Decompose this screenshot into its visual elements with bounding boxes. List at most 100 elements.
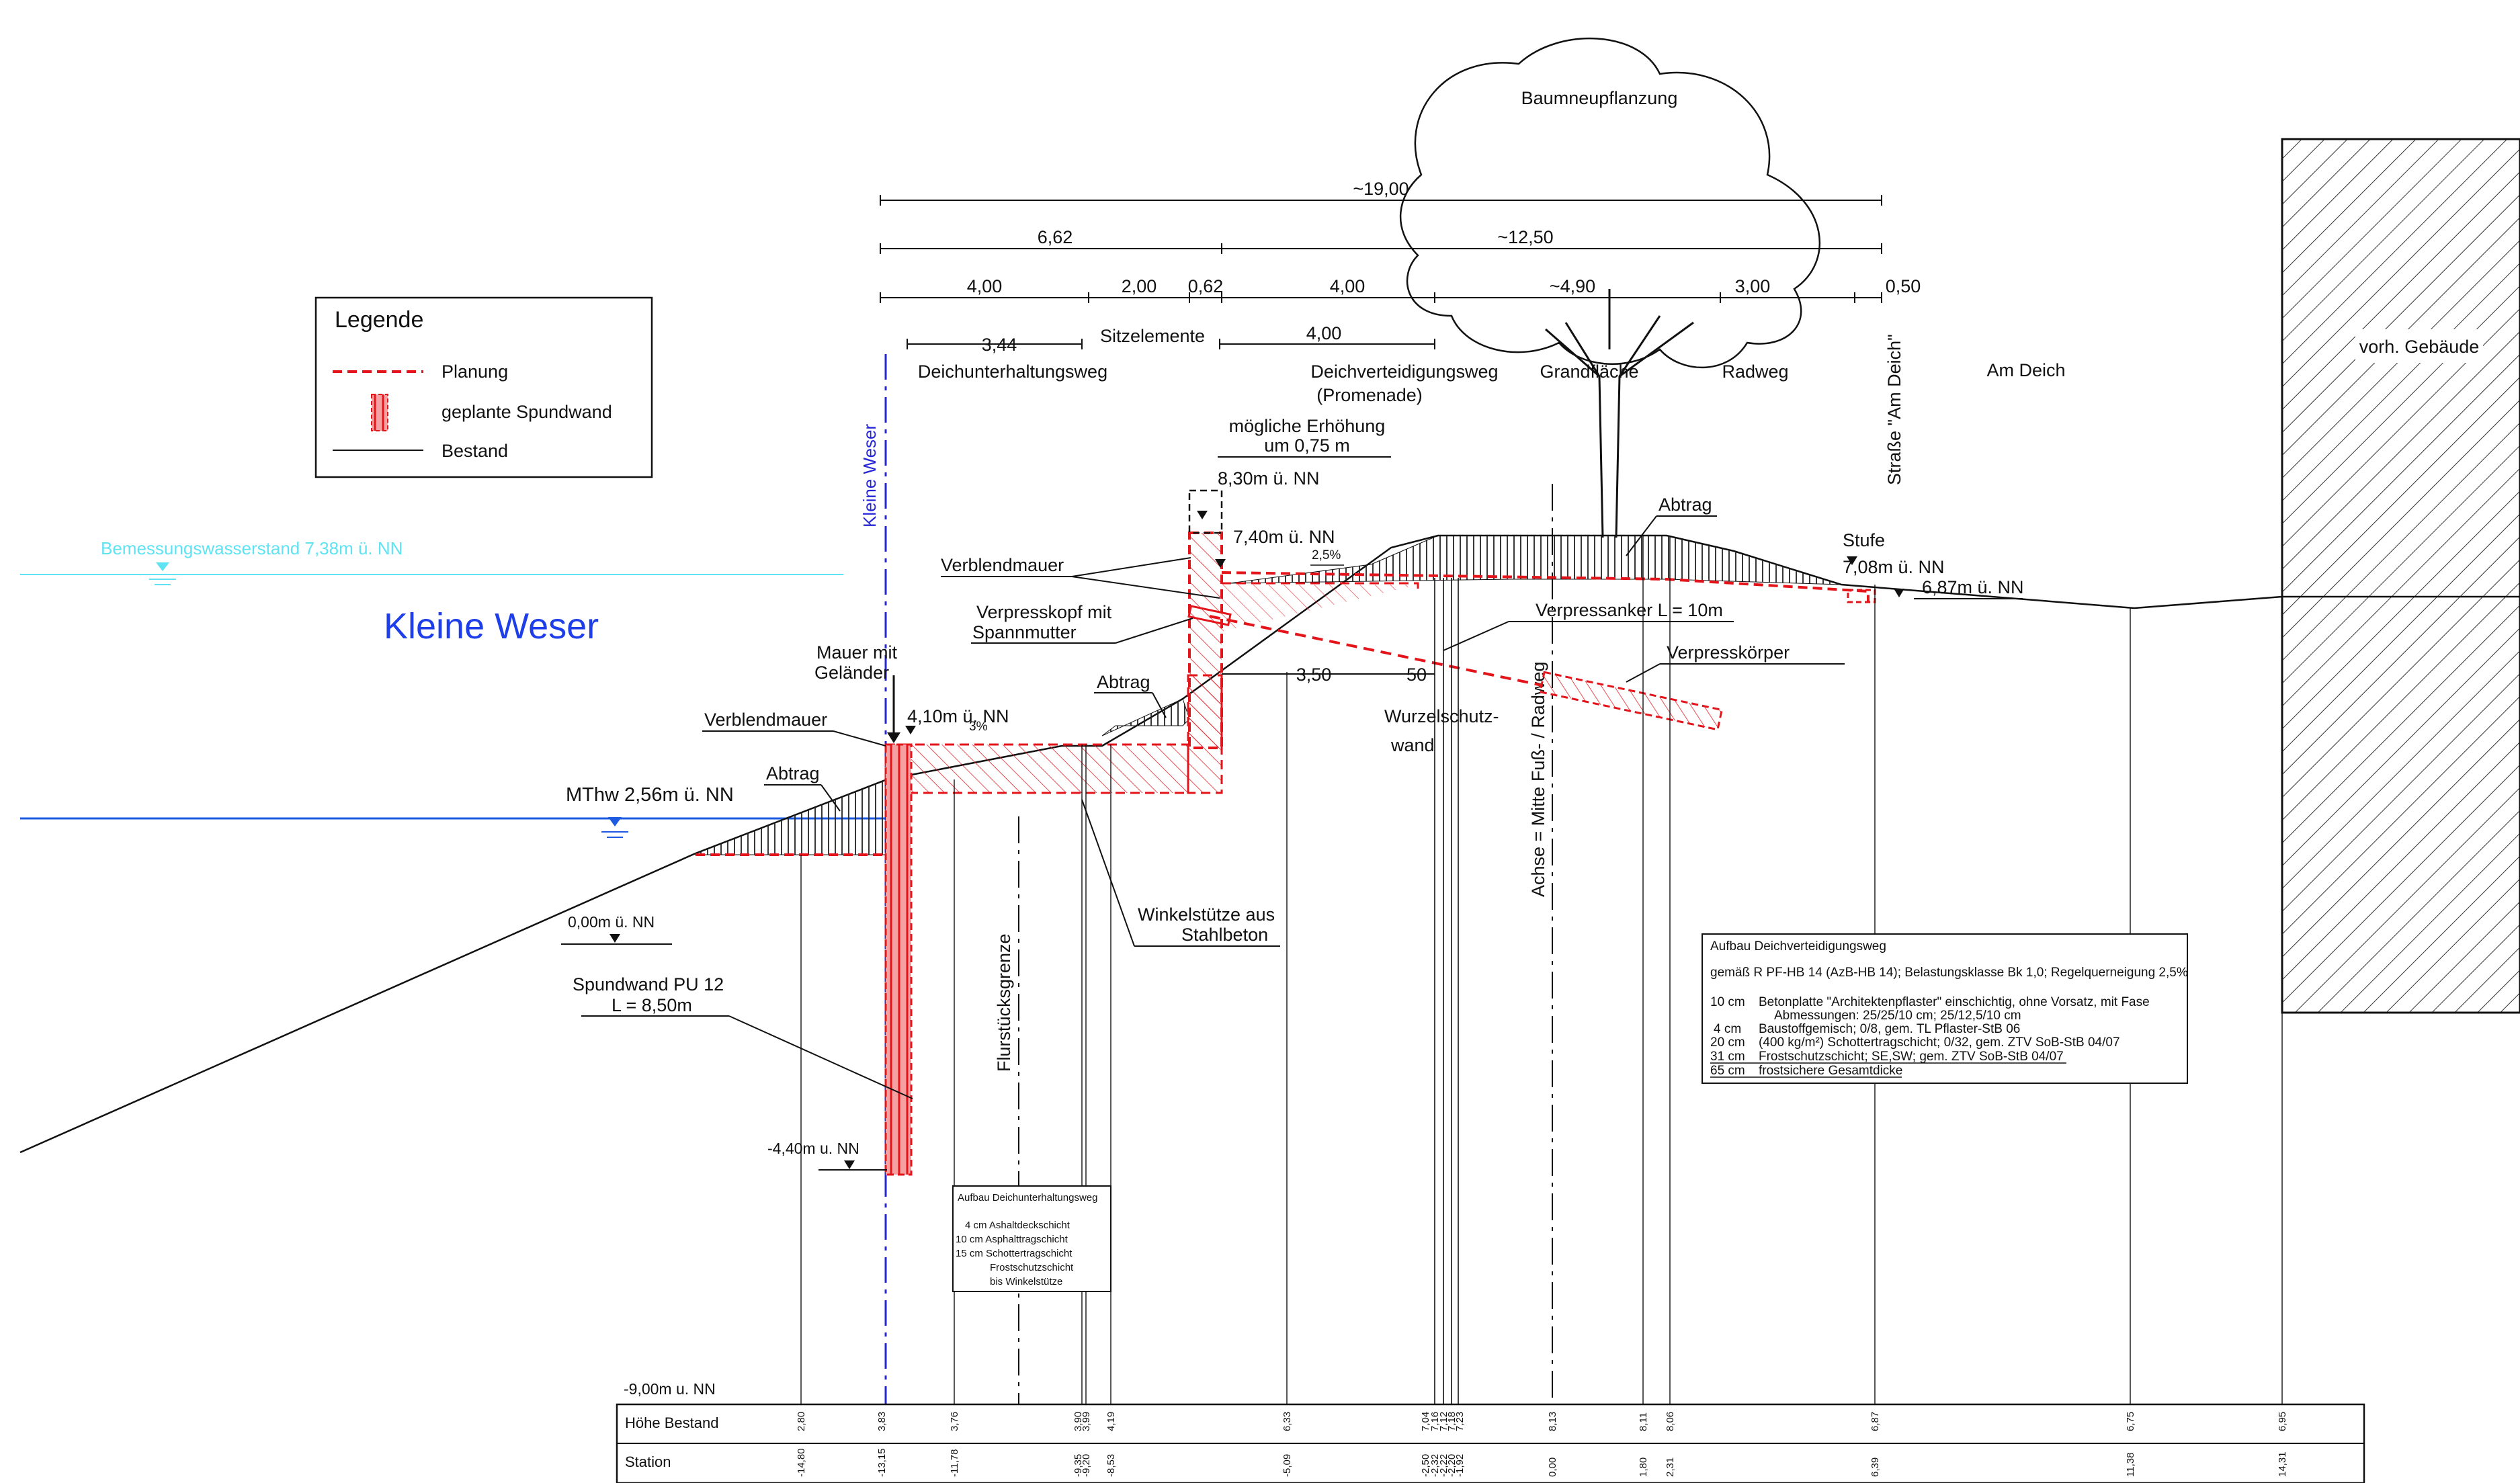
station-table: Höhe Bestand Station xyxy=(616,1403,2365,1483)
table-row2-label: Station xyxy=(625,1453,671,1470)
level-000: 0,00m ü. NN xyxy=(568,913,655,931)
river-axis-label: Kleine Weser xyxy=(859,424,880,527)
station-value: -2,32 xyxy=(1429,1454,1441,1477)
station-value: -11,78 xyxy=(949,1449,960,1477)
station-value: -8,53 xyxy=(1105,1454,1117,1477)
cut-area-mid xyxy=(1101,698,1190,736)
verpresskopf-label-1: Verpresskopf mit xyxy=(976,602,1112,622)
dim-r4-2: 4,00 xyxy=(1306,323,1342,343)
layer-0-desc: Betonplatte "Architektenpflaster" einsch… xyxy=(1759,995,2150,1009)
station-value: -9,35 xyxy=(1073,1454,1084,1477)
mthw-label: MThw 2,56m ü. NN xyxy=(566,784,734,806)
defence-box-line1: gemäß R PF-HB 14 (AzB-HB 14); Belastungs… xyxy=(1710,966,2188,980)
table-row1-label: Höhe Bestand xyxy=(625,1414,718,1431)
layer-0-thickness: 10 cm xyxy=(1710,995,1745,1009)
dimension-ticks xyxy=(880,195,1882,349)
zone-defence-path-sub: (Promenade) xyxy=(1316,385,1423,405)
dim-r3-0: 4,00 xyxy=(967,276,1003,296)
possible-raise-box xyxy=(1188,489,1223,534)
legend-item-spundwand: geplante Spundwand xyxy=(442,402,612,422)
building-label: vorh. Gebäude xyxy=(2359,337,2480,357)
station-value: 0,00 xyxy=(1547,1457,1558,1477)
zone-maintenance-path: Deichunterhaltungsweg xyxy=(918,362,1107,382)
station-value: 6,39 xyxy=(1870,1457,1881,1477)
level-m900: -9,00m u. NN xyxy=(624,1380,716,1398)
height-value: 7,18 xyxy=(1446,1412,1458,1431)
height-value: 8,06 xyxy=(1665,1412,1676,1431)
root-wall-label-2: wand xyxy=(1390,735,1435,755)
layer-4-thickness: 31 cm xyxy=(1710,1050,1745,1064)
station-value: -2,22 xyxy=(1438,1454,1450,1477)
sheet-pile-label-2: L = 8,50m xyxy=(612,995,692,1015)
planned-lower-wall-body xyxy=(884,743,1189,794)
height-value: 7,04 xyxy=(1420,1412,1431,1431)
angle-wall-label-2: Stahlbeton xyxy=(1181,925,1268,945)
dim-r3-2: 0,62 xyxy=(1188,276,1224,296)
anchor-head xyxy=(1187,605,1232,626)
dim-50: 50 xyxy=(1406,665,1427,685)
railing-wall-label-1: Mauer mit xyxy=(816,642,898,663)
layer-5-thickness: 65 cm xyxy=(1710,1064,1745,1078)
dimension-chains xyxy=(880,200,1882,675)
verblend-low-label: Verblendmauer xyxy=(704,710,827,730)
station-value: 14,31 xyxy=(2277,1451,2288,1477)
planned-fill-wedge xyxy=(1222,585,1418,632)
design-water-level-label: Bemessungswasserstand 7,38m ü. NN xyxy=(101,538,403,558)
height-value: 6,33 xyxy=(1282,1412,1293,1431)
existing-building xyxy=(2281,138,2520,1014)
station-value: 1,80 xyxy=(1638,1457,1649,1477)
zone-street: Am Deich xyxy=(1986,360,2065,380)
layer-2-thickness: 4 cm xyxy=(1714,1022,1741,1036)
parcel-boundary-label: Flurstücksgrenze xyxy=(994,933,1014,1072)
sheet-pile xyxy=(884,743,913,1176)
layer-3-thickness: 20 cm xyxy=(1710,1035,1745,1050)
level-740: 7,40m ü. NN xyxy=(1233,527,1335,547)
planned-promenade-surface xyxy=(1221,571,1870,603)
height-value: 3,99 xyxy=(1081,1412,1092,1431)
station-value: -1,92 xyxy=(1454,1454,1466,1477)
dim-r3-6: 0,50 xyxy=(1886,276,1921,296)
maintenance-line-2: 15 cm Schottertragschicht xyxy=(956,1248,1073,1259)
legend: Legende Planung geplante Spundwand Besta… xyxy=(314,296,653,478)
legend-title: Legende xyxy=(335,307,423,333)
zone-green: Grandfläche xyxy=(1540,362,1638,382)
dim-r3-3: 4,00 xyxy=(1330,276,1366,296)
zone-street-vertical: Straße "Am Deich" xyxy=(1884,334,1904,485)
tree-trunk xyxy=(1545,289,1694,538)
maintenance-line-0: 4 cm Ashaltdeckschicht xyxy=(965,1220,1070,1231)
angle-wall-label-1: Winkelstütze aus xyxy=(1138,904,1275,925)
center-axis-label: Achse = Mitte Fuß- / Radweg xyxy=(1528,662,1548,897)
legend-item-planung: Planung xyxy=(442,362,508,382)
legend-item-bestand: Bestand xyxy=(442,441,508,461)
cut-area-top xyxy=(1229,535,1842,585)
maintenance-box-title: Aufbau Deichunterhaltungsweg xyxy=(958,1192,1097,1203)
level-m440: -4,40m u. NN xyxy=(767,1140,859,1157)
height-value: 6,75 xyxy=(2125,1412,2136,1431)
height-value: 7,23 xyxy=(1454,1412,1466,1431)
anchor-line xyxy=(1209,615,1543,687)
height-value: 3,90 xyxy=(1073,1412,1084,1431)
layer-4-desc: Frostschutzschicht; SE,SW; gem. ZTV SoB-… xyxy=(1759,1050,2064,1064)
dim-r3-1: 2,00 xyxy=(1122,276,1157,296)
level-687: 6,87m ü. NN xyxy=(1922,577,2024,597)
dim-left-total: 6,62 xyxy=(1038,227,1073,247)
height-value: 6,87 xyxy=(1870,1412,1881,1431)
height-value: 6,95 xyxy=(2277,1412,2288,1431)
station-value: -2,20 xyxy=(1446,1454,1458,1477)
root-wall-label-1: Wurzelschutz- xyxy=(1384,706,1499,726)
defence-path-box: Aufbau Deichverteidigungsweg gemäß R PF-… xyxy=(1702,933,2188,1084)
level-830: 8,30m ü. NN xyxy=(1218,468,1320,489)
planned-step xyxy=(1847,589,1876,603)
abtrag-low-label: Abtrag xyxy=(766,763,820,783)
dim-total: ~19,00 xyxy=(1353,179,1409,199)
level-708: 7,08m ü. NN xyxy=(1843,557,1945,577)
dim-r3-5: 3,00 xyxy=(1735,276,1771,296)
verpresskopf-label-2: Spannmutter xyxy=(972,622,1077,642)
height-value: 8,11 xyxy=(1638,1412,1649,1431)
height-value: 8,13 xyxy=(1547,1412,1558,1431)
station-value: -13,15 xyxy=(876,1448,888,1477)
height-value: 7,16 xyxy=(1429,1412,1441,1431)
maintenance-line-3: Frostschutzschicht xyxy=(990,1262,1074,1273)
